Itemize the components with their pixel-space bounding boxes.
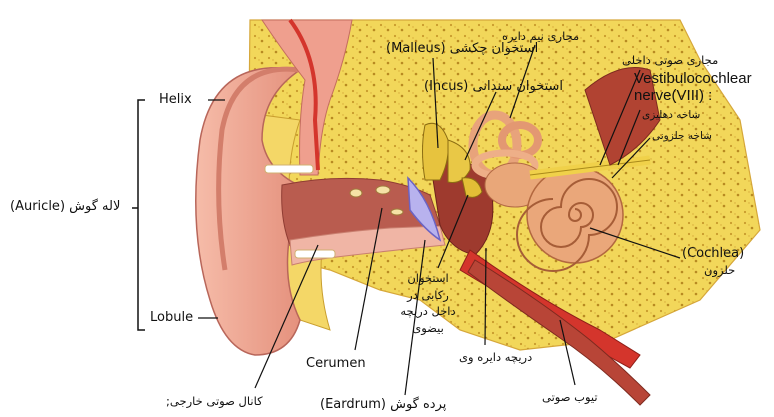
cerumen-granule [350,189,362,197]
label-cochlea-fa: حلزون [704,264,735,276]
cerumen-granule [376,186,390,194]
label-semicircular-canals: مجاری نیم دایره [502,30,579,42]
label-eardrum: پرده گوش (Eardrum) [320,398,446,412]
tissue-patch [265,165,313,173]
label-internal-auditory-canal: مجاری صوتی داخلی [622,54,718,66]
label-eustachian-tube: تیوب صوتی [542,391,598,403]
label-vestibular-branch: شاخه دهلیزی [642,110,700,121]
label-cerumen: Cerumen [306,357,366,371]
label-incus: (Incus) استخوان سندانی [424,80,563,94]
label-external-auditory-canal: کانال صوتی خارجی; [166,395,263,407]
cerumen-granule [391,209,403,215]
label-vestibulocochlear-nerve: Vestibulocochlear nerve(VIII) : [634,71,772,104]
label-stapes: استخوان رکابی در داخل دریچه بیضوی [396,270,460,337]
label-auricle: لاله گوش (Auricle) [10,200,120,214]
cochlea-shell [527,167,623,263]
label-helix: Helix [159,93,192,107]
label-malleus: (Malleus) استخوان چکشی [386,42,538,56]
label-round-window: دریچه دایره وی [459,351,532,363]
label-cochlea-en: (Cochlea) [682,247,744,261]
label-cochlear-branch: شاخه حلزونی [652,131,712,142]
label-lobule: Lobule [150,311,193,325]
auricle-bracket [138,100,145,330]
